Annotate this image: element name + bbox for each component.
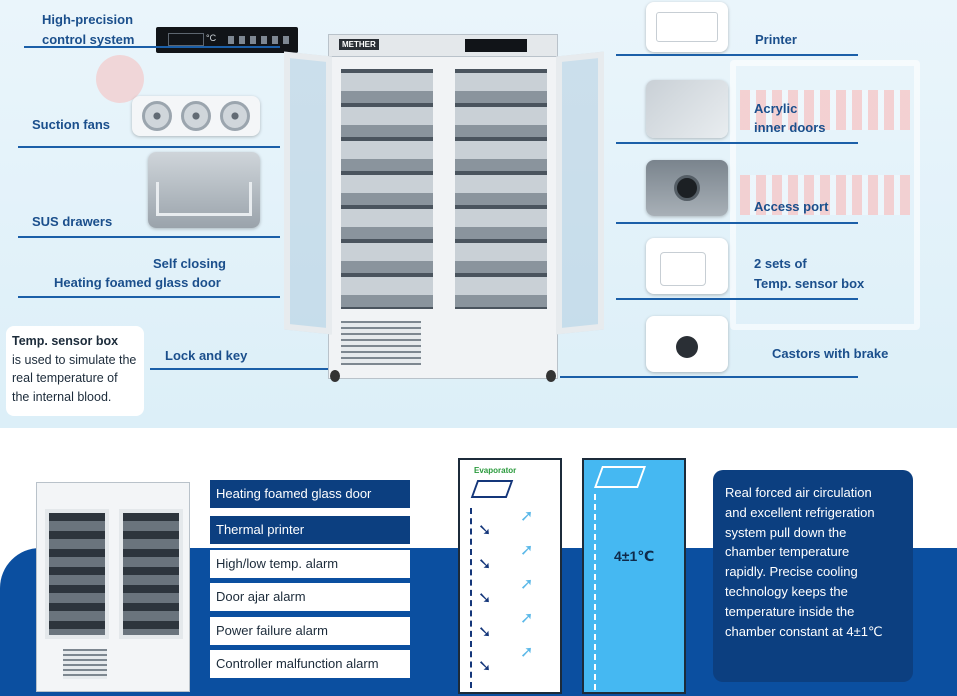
access-port-image bbox=[646, 160, 728, 216]
small-fridge-left-door bbox=[45, 509, 109, 639]
temp-sensor-note: Temp. sensor box is used to simulate the… bbox=[6, 326, 144, 416]
label-sensor-sets: 2 sets of bbox=[754, 256, 807, 271]
refrigerator-image: METHER bbox=[278, 34, 608, 384]
info-line: chamber temperature bbox=[725, 544, 850, 560]
label-high-precision: High-precision bbox=[42, 12, 134, 27]
sensor-note-line: is used to simulate the bbox=[12, 352, 137, 367]
info-line: and excellent refrigeration bbox=[725, 504, 875, 520]
label-sus-drawers: SUS drawers bbox=[32, 214, 113, 229]
brand-logo: METHER bbox=[339, 39, 379, 50]
fan-icon bbox=[142, 101, 172, 131]
airflow-channel bbox=[594, 494, 597, 690]
small-fridge-body bbox=[36, 482, 190, 692]
suction-fans-image bbox=[132, 96, 260, 136]
feature-controller-alarm: Controller malfunction alarm bbox=[210, 650, 410, 678]
leader-line bbox=[616, 222, 858, 224]
label-access-port: Access port bbox=[754, 199, 829, 214]
acrylic-door-image bbox=[646, 80, 728, 138]
feature-thermal-printer: Thermal printer bbox=[210, 516, 410, 544]
evaporator-icon bbox=[470, 480, 514, 498]
vent-grille bbox=[341, 321, 421, 365]
blood-drop-decoration bbox=[96, 55, 144, 103]
bottom-feature-panel: Heating foamed glass door Thermal printe… bbox=[0, 428, 957, 696]
drawer-stack-right bbox=[455, 69, 547, 309]
drawer-stack-left bbox=[341, 69, 433, 309]
leader-line bbox=[150, 368, 330, 370]
castor-wheel-icon bbox=[676, 336, 698, 358]
top-feature-panel: °C High-precision control system Suction… bbox=[0, 0, 957, 428]
leader-line bbox=[616, 298, 858, 300]
sensor-box-icon bbox=[660, 252, 706, 286]
leader-line bbox=[616, 142, 858, 144]
control-buttons-icon bbox=[228, 36, 290, 44]
leader-line bbox=[24, 46, 164, 48]
label-suction-fans: Suction fans bbox=[32, 117, 111, 132]
leader-line bbox=[560, 376, 858, 378]
chamber-temperature: 4±1℃ bbox=[614, 548, 655, 564]
evaporator-icon bbox=[593, 466, 647, 488]
sensor-note-title: Temp. sensor box bbox=[12, 334, 119, 348]
label-temp-sensor-box: Temp. sensor box bbox=[754, 276, 865, 291]
airflow-return-icons: ➚➚➚➚➚ bbox=[520, 508, 534, 661]
feature-heating-glass-door: Heating foamed glass door bbox=[210, 480, 410, 508]
leader-line bbox=[616, 54, 858, 56]
printer-icon bbox=[656, 12, 718, 42]
label-acrylic: Acrylic bbox=[754, 101, 798, 116]
control-panel-image: °C bbox=[156, 27, 298, 53]
access-port-icon bbox=[674, 175, 700, 201]
airflow-arrow-icons: ➘➘➘➘➘ bbox=[478, 522, 492, 675]
leader-line bbox=[18, 146, 280, 148]
castor-image bbox=[646, 316, 728, 372]
castor-icon bbox=[330, 370, 340, 382]
background-rack-decoration bbox=[730, 60, 920, 330]
label-heating-glass-door: Heating foamed glass door bbox=[54, 275, 221, 290]
fan-icon bbox=[181, 101, 211, 131]
label-lock-and-key: Lock and key bbox=[165, 348, 248, 363]
airflow-channel bbox=[470, 508, 473, 688]
castor-icon bbox=[546, 370, 556, 382]
small-fridge-right-door bbox=[119, 509, 183, 639]
label-inner-doors: inner doors bbox=[754, 120, 826, 135]
refrigerator-top-panel: METHER bbox=[329, 35, 557, 57]
sus-drawer-image bbox=[148, 152, 260, 228]
info-line: chamber constant at 4±1℃ bbox=[725, 623, 883, 639]
left-glass-door bbox=[284, 51, 332, 335]
leader-line bbox=[156, 46, 280, 48]
sensor-note-line: real temperature of bbox=[12, 371, 118, 385]
small-refrigerator-image bbox=[36, 482, 190, 696]
evaporator-label: Evaporator bbox=[474, 466, 517, 475]
label-castors: Castors with brake bbox=[772, 346, 889, 361]
info-line: rapidly. Precise cooling bbox=[725, 564, 858, 580]
temperature-display bbox=[168, 33, 204, 46]
feature-power-failure-alarm: Power failure alarm bbox=[210, 617, 410, 645]
blood-bag-rack-decoration bbox=[740, 175, 910, 215]
leader-line bbox=[18, 296, 280, 298]
info-line: Real forced air circulation bbox=[725, 485, 872, 500]
airflow-diagram: Evaporator ➘➘➘➘➘ ➚➚➚➚➚ bbox=[458, 458, 562, 694]
printer-image bbox=[646, 2, 728, 52]
sensor-note-line: the internal blood. bbox=[12, 389, 112, 404]
label-self-closing: Self closing bbox=[153, 256, 226, 271]
info-line: temperature inside the bbox=[725, 603, 855, 619]
feature-door-ajar-alarm: Door ajar alarm bbox=[210, 583, 410, 611]
feature-temp-alarm: High/low temp. alarm bbox=[210, 550, 410, 578]
label-control-system: control system bbox=[42, 32, 135, 47]
leader-line bbox=[18, 236, 280, 238]
temperature-unit: °C bbox=[206, 33, 217, 43]
sensor-box-image bbox=[646, 238, 728, 294]
blood-bag-rack-decoration bbox=[740, 90, 910, 130]
fan-icon bbox=[220, 101, 250, 131]
label-printer: Printer bbox=[755, 32, 797, 47]
refrigerator-body: METHER bbox=[328, 34, 558, 379]
drawer-icon bbox=[156, 182, 252, 216]
info-line: technology keeps the bbox=[725, 583, 848, 599]
temperature-diagram: 4±1℃ bbox=[582, 458, 686, 694]
right-glass-door bbox=[556, 51, 604, 335]
info-line: system pull down the bbox=[725, 524, 847, 540]
control-panel-display bbox=[465, 39, 527, 52]
small-fridge-vent bbox=[63, 649, 107, 679]
cooling-info-box: Real forced air circulation and excellen… bbox=[713, 470, 913, 682]
